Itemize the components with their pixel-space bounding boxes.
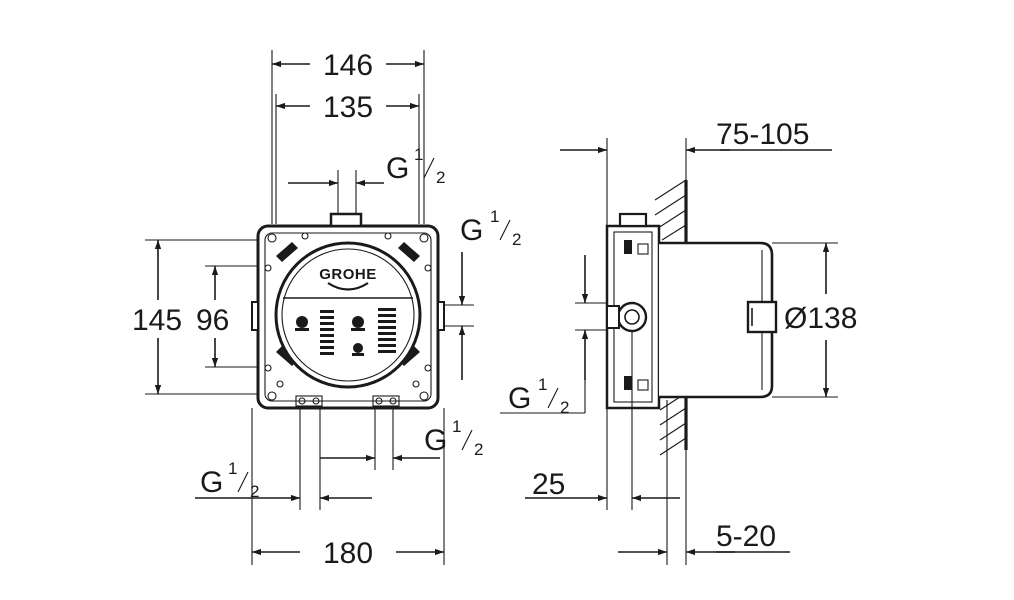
thread-bottom-left: G 1 2 xyxy=(195,408,372,510)
side-view: 75-105 Ø138 G 1 2 xyxy=(500,118,857,565)
thread-right-base: G xyxy=(460,214,483,247)
dimension-180-label: 180 xyxy=(323,537,373,570)
dimension-offset: 25 xyxy=(525,331,680,510)
thread-bl-base: G xyxy=(200,466,223,499)
front-view: GROHE xyxy=(132,49,521,570)
function-icons xyxy=(295,308,396,356)
dimension-75-105-label: 75-105 xyxy=(716,118,809,151)
dimension-diameter-label: Ø138 xyxy=(784,302,857,335)
dimension-diameter: Ø138 xyxy=(772,242,857,398)
dimension-width-total: 180 xyxy=(251,408,445,570)
thread-bottom-right: G 1 2 xyxy=(320,408,483,470)
dimension-135-label: 135 xyxy=(323,91,373,124)
dimension-25-label: 25 xyxy=(532,468,565,501)
dimension-install-depth: 75-105 xyxy=(560,118,832,226)
dimension-96-label: 96 xyxy=(196,304,229,337)
thread-bl-num: 1 xyxy=(228,459,237,478)
logo-mark xyxy=(327,282,369,291)
side-cover xyxy=(659,241,778,399)
thread-br-den: 2 xyxy=(474,440,483,459)
thread-top-den: 2 xyxy=(436,168,445,187)
brand-logo: GROHE xyxy=(319,266,377,283)
thread-top-base: G xyxy=(386,152,409,185)
side-housing xyxy=(605,212,681,410)
thread-right: G 1 2 xyxy=(444,207,521,380)
front-plate: GROHE xyxy=(274,241,422,389)
dimension-145-label: 145 xyxy=(132,304,182,337)
thread-top-num: 1 xyxy=(414,145,423,164)
thread-bl-den: 2 xyxy=(250,482,259,501)
dimension-146-label: 146 xyxy=(323,49,373,82)
dimension-5-20-label: 5-20 xyxy=(716,520,776,553)
thread-right-num: 1 xyxy=(490,207,499,226)
thread-br-base: G xyxy=(424,424,447,457)
thread-side-num: 1 xyxy=(538,375,547,394)
thread-top: G 1 2 xyxy=(288,145,445,214)
thread-side-base: G xyxy=(508,382,531,415)
thread-side: G 1 2 xyxy=(500,255,607,417)
dimension-width-outer: 146 xyxy=(271,49,425,224)
thread-side-den: 2 xyxy=(560,398,569,417)
thread-br-num: 1 xyxy=(452,417,461,436)
dimension-height-inner: 96 xyxy=(196,265,258,368)
dimension-wall-thickness: 5-20 xyxy=(618,400,790,565)
dimension-height-outer: 145 xyxy=(132,239,258,395)
thread-right-den: 2 xyxy=(512,230,521,249)
dimension-width-inner: 135 xyxy=(275,91,420,224)
